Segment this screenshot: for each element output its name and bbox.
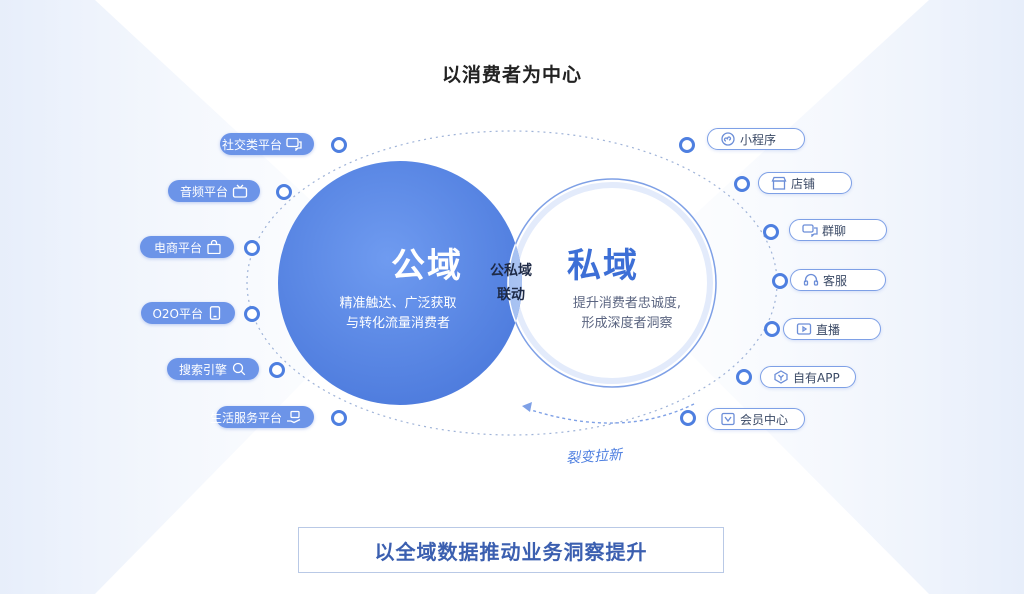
channel-o2o[interactable]: O2O平台	[141, 302, 235, 324]
member-icon	[720, 412, 736, 426]
channel-social[interactable]: 社交类平台	[220, 133, 314, 155]
channel-dot	[680, 410, 696, 426]
page-title: 以消费者为中心	[441, 64, 582, 86]
channel-dot	[764, 321, 780, 337]
channel-label: 客服	[823, 273, 848, 288]
fission-arrow	[524, 403, 695, 424]
public-domain-desc: 精准触达、广泛获取 与转化流量消费者	[318, 294, 478, 334]
service-icon	[286, 410, 302, 424]
right-light-beam	[620, 0, 1024, 594]
fission-arrowhead	[522, 402, 532, 412]
overlap-label: 公私域 联动	[480, 259, 542, 307]
overlap-edge	[507, 178, 522, 388]
channel-dot	[763, 224, 779, 240]
channel-label: 直播	[816, 322, 841, 337]
channel-label: 生活服务平台	[209, 410, 282, 425]
tv-icon	[232, 184, 248, 198]
channel-label: 音频平台	[179, 184, 228, 199]
channel-audio[interactable]: 音频平台	[168, 180, 260, 202]
headset-icon	[803, 273, 819, 287]
channel-label: 电商平台	[153, 240, 202, 255]
channel-label: 店铺	[791, 176, 816, 191]
channel-dot	[331, 410, 347, 426]
fission-label: 裂变拉新	[565, 447, 623, 467]
channel-dot	[736, 369, 752, 385]
channel-life-services[interactable]: 生活服务平台	[210, 406, 314, 428]
channel-own-app[interactable]: 自有APP	[760, 366, 856, 388]
public-desc-line: 精准触达、广泛获取	[339, 296, 457, 311]
public-domain-circle	[278, 161, 522, 405]
channel-dot	[244, 240, 260, 256]
channel-member-center[interactable]: 会员中心	[707, 408, 805, 430]
channel-dot	[276, 184, 292, 200]
group-chat-icon	[802, 223, 818, 237]
channel-live[interactable]: 直播	[783, 318, 881, 340]
overlap-line: 公私域	[490, 263, 532, 279]
channel-label: O2O平台	[152, 306, 203, 321]
overlap-line: 联动	[497, 287, 525, 303]
bottom-banner: 以全域数据推动业务洞察提升	[298, 527, 724, 573]
mini-program-icon	[720, 132, 736, 146]
channel-label: 会员中心	[740, 412, 789, 427]
channel-label: 小程序	[740, 132, 777, 147]
private-domain-title: 私域	[567, 246, 639, 286]
chat-icon	[286, 137, 302, 151]
channel-label: 社交类平台	[221, 137, 282, 152]
channel-label: 群聊	[822, 223, 847, 238]
channel-dot	[679, 137, 695, 153]
live-icon	[796, 322, 812, 336]
public-desc-line: 与转化流量消费者	[345, 316, 450, 331]
private-desc-line: 提升消费者忠诚度,	[572, 296, 682, 311]
channel-ecommerce[interactable]: 电商平台	[140, 236, 234, 258]
channel-search[interactable]: 搜索引擎	[167, 358, 259, 380]
channel-dot	[772, 273, 788, 289]
channel-dot	[244, 306, 260, 322]
left-light-beam	[0, 0, 400, 594]
channel-mini-program[interactable]: 小程序	[707, 128, 805, 150]
public-domain-title: 公域	[391, 246, 463, 286]
channel-dot	[269, 362, 285, 378]
app-icon	[773, 370, 789, 384]
channel-dot	[734, 176, 750, 192]
channel-dot	[331, 137, 347, 153]
tablet-icon	[207, 306, 223, 320]
channel-group-chat[interactable]: 群聊	[789, 219, 887, 241]
search-icon	[231, 362, 247, 376]
channel-customer-service[interactable]: 客服	[790, 269, 886, 291]
store-icon	[771, 176, 787, 190]
channel-store[interactable]: 店铺	[758, 172, 852, 194]
shopping-bag-icon	[206, 240, 222, 254]
channel-label: 搜索引擎	[178, 362, 227, 377]
private-domain-desc: 提升消费者忠诚度, 形成深度者洞察	[552, 294, 702, 334]
channel-label: 自有APP	[793, 370, 840, 385]
private-desc-line: 形成深度者洞察	[581, 316, 673, 331]
